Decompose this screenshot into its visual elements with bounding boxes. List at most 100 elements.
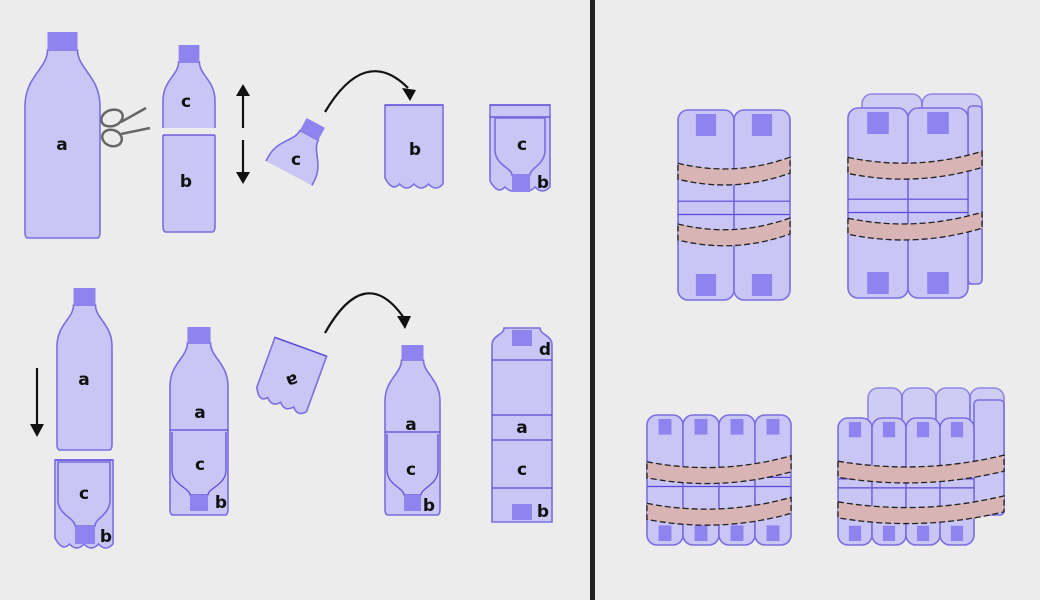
bottle-cap [695, 274, 717, 296]
bundle-8-bottles [646, 414, 792, 546]
bottle-cap [766, 525, 780, 541]
bundle-bottle [677, 109, 735, 301]
bottle-cap [730, 525, 744, 541]
bottle-cap [512, 175, 530, 192]
bottle-a [24, 32, 101, 239]
strap [847, 211, 983, 241]
bottle-cap [730, 419, 744, 435]
arrow-down-icon [236, 140, 250, 184]
bottle-body [162, 61, 216, 233]
bottle-cap [751, 114, 773, 136]
label-b: b [180, 172, 192, 192]
label-c: c [517, 135, 527, 155]
bottle-cap [299, 118, 325, 141]
bottle-cap [751, 274, 773, 296]
bottle-cap [882, 422, 896, 438]
bundle-bottle [847, 107, 909, 299]
bundle-bottle [733, 109, 791, 301]
bottle-cap [401, 345, 424, 360]
bottle-cap [658, 525, 672, 541]
bottle-body [384, 359, 441, 516]
bottle-cap [766, 419, 780, 435]
stacked-bottle [491, 327, 553, 523]
label-c: c [195, 455, 205, 475]
label-c: c [517, 460, 527, 480]
bottle-cap [695, 114, 717, 136]
curved-arrow-icon [324, 292, 411, 334]
strap [847, 150, 983, 180]
label-a: a [194, 403, 205, 423]
shapes [24, 32, 1005, 549]
label-b: b [409, 140, 421, 160]
bottle-cap [950, 422, 964, 438]
combined-bottle [169, 327, 229, 516]
bottle-cap [190, 495, 208, 511]
bundle-2-bottles [677, 109, 791, 301]
bottle-body [24, 49, 101, 239]
bottle-cap [867, 112, 889, 134]
label-c: c [291, 150, 301, 170]
label-a: a [56, 135, 67, 155]
arrow-up-icon [236, 84, 250, 128]
bottle-cap [694, 525, 708, 541]
scissors-icon [100, 106, 151, 148]
cut-gap [160, 128, 220, 135]
label-b: b [537, 173, 549, 193]
label-a: a [78, 370, 89, 390]
bottle-cap [950, 525, 964, 541]
bottle-cap [47, 32, 78, 50]
side-bottles [967, 105, 983, 285]
label-b: b [100, 527, 112, 547]
bottle-cap [867, 272, 889, 294]
divider [590, 0, 595, 600]
strap [677, 217, 791, 247]
bottle-cap [882, 525, 896, 541]
label-c: c [79, 484, 89, 504]
curved-arrow-icon [324, 70, 416, 113]
bottle-cap [848, 525, 862, 541]
bottle-cap [916, 525, 930, 541]
strap [837, 454, 1005, 484]
bottle-cap [927, 272, 949, 294]
bundle-16-bottles [837, 387, 1005, 546]
bottle-cap [848, 422, 862, 438]
label-b: b [215, 493, 227, 513]
bottle-cap [916, 422, 930, 438]
bottle-a [56, 288, 113, 451]
bundle-4-bottles [847, 93, 983, 299]
arrow-down-icon [30, 368, 44, 437]
label-a: a [405, 415, 416, 435]
bottle-body [56, 304, 113, 451]
bottle-piece [384, 104, 444, 189]
bottle-cap [927, 112, 949, 134]
bottle-piece [256, 336, 328, 415]
bottle-body [169, 342, 229, 516]
piece-b [384, 104, 444, 189]
bottle-cap [512, 504, 532, 520]
strap [646, 496, 792, 526]
bottle-cut [162, 45, 216, 233]
bottle-cap [694, 419, 708, 435]
bundle-bottle [907, 107, 969, 299]
bottle-cap [512, 330, 532, 346]
bottle-cap [75, 526, 95, 544]
label-c: c [406, 460, 416, 480]
bottle-2 [384, 345, 441, 516]
label-d: d [539, 340, 551, 360]
label-a: a [516, 418, 527, 438]
bottle-cap [73, 288, 96, 305]
strap [837, 494, 1005, 525]
label-b: b [423, 496, 435, 516]
bottle-cap [178, 45, 200, 62]
bottle-cap [404, 495, 421, 511]
label-c: c [181, 92, 191, 112]
label-b: b [537, 502, 549, 522]
mask [240, 157, 321, 226]
bottle-cap [658, 419, 672, 435]
strap [646, 454, 792, 485]
bottle-cap [187, 327, 211, 343]
strap [677, 156, 791, 186]
cut-edge [274, 336, 327, 357]
